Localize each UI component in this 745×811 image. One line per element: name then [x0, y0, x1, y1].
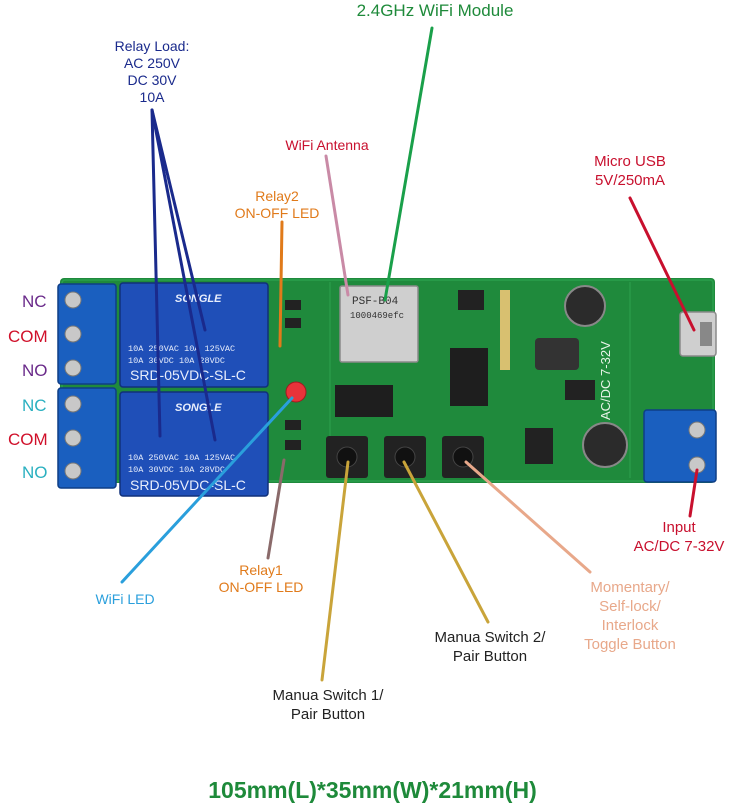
micro-usb-callout: [628, 196, 696, 332]
relay1-model: SRD-05VDC-SL-C: [130, 477, 246, 493]
relay2-led-callout: [278, 220, 284, 348]
switch2-label: Manua Switch 2/ Pair Button: [434, 629, 546, 665]
terminal-block-relay1: [57, 387, 117, 489]
relay2-led-label: Relay2 ON-OFF LED: [234, 188, 320, 221]
wifi-antenna-label: WiFi Antenna: [285, 137, 369, 153]
toggle-button-callout: [464, 460, 592, 574]
micro-usb-port: [679, 311, 717, 357]
inductor: [535, 338, 579, 370]
dimensions-label: 105mm(L)*35mm(W)*21mm(H): [208, 777, 537, 803]
header-pins: [500, 290, 510, 370]
wifi-module-chip: PSF-B04 1000469efc: [339, 285, 419, 363]
micro-usb-label: Micro USB 5V/250mA: [594, 153, 666, 189]
ic-chips: [335, 348, 488, 417]
switch2-callout: [402, 460, 490, 624]
relay1-specs-1: 10A 250VAC 10A 125VAC: [128, 453, 235, 463]
module-code: 1000469efc: [350, 311, 404, 321]
relay2-specs-2: 10A 30VDC 10A 28VDC: [128, 356, 225, 366]
terminal-relay1-nc: NC: [22, 396, 47, 415]
terminal-relay1-com: COM: [8, 430, 48, 449]
toggle-button-label: Momentary/ Self-lock/ Interlock Toggle B…: [584, 579, 676, 653]
input-terminal: [643, 409, 717, 483]
wifi-module-label: 2.4GHz WiFi Module: [356, 1, 514, 20]
board-power-text: AC/DC 7-32V: [598, 341, 613, 420]
terminal-relay1-no: NO: [22, 463, 48, 482]
relay1-led-label: Relay1 ON-OFF LED: [218, 562, 304, 595]
relay1-brand: SONGLE: [175, 402, 222, 414]
relay-load-callout-a: [150, 108, 207, 332]
relay-load-callout-b: [150, 108, 162, 438]
wifi-led: [285, 381, 307, 403]
relay-1: SONGLE 10A 250VAC 10A 125VAC 10A 30VDC 1…: [119, 391, 269, 497]
smd-components: [285, 290, 595, 464]
wifi-led-label: WiFi LED: [95, 591, 155, 607]
relay-load-callout-c: [150, 108, 217, 442]
relay1-specs-2: 10A 30VDC 10A 28VDC: [128, 465, 225, 475]
capacitor-bottom: [582, 422, 628, 468]
manual-switch-2-button: [384, 436, 426, 478]
terminal-relay2-no: NO: [22, 361, 48, 380]
switch1-label: Manua Switch 1/ Pair Button: [272, 687, 384, 723]
input-callout: [688, 468, 699, 518]
switch1-callout: [320, 460, 350, 682]
wifi-antenna-callout: [324, 154, 350, 297]
relay2-model: SRD-05VDC-SL-C: [130, 367, 246, 383]
relay1-led-callout: [266, 458, 286, 560]
terminal-relay2-com: COM: [8, 327, 48, 346]
wifi-module-callout: [383, 26, 434, 302]
relay2-specs-1: 10A 250VAC 10A 125VAC: [128, 344, 235, 354]
terminal-block-relay2: [57, 283, 117, 385]
terminal-relay2-nc: NC: [22, 292, 47, 311]
capacitor-top: [564, 285, 606, 327]
callout-lines: [120, 26, 699, 682]
wifi-led-callout: [120, 396, 294, 584]
module-model: PSF-B04: [352, 296, 399, 308]
manual-switch-1-button: [326, 436, 368, 478]
input-label: Input AC/DC 7-32V: [633, 519, 725, 555]
relay-load-label: Relay Load: AC 250V DC 30V 10A: [114, 38, 190, 105]
